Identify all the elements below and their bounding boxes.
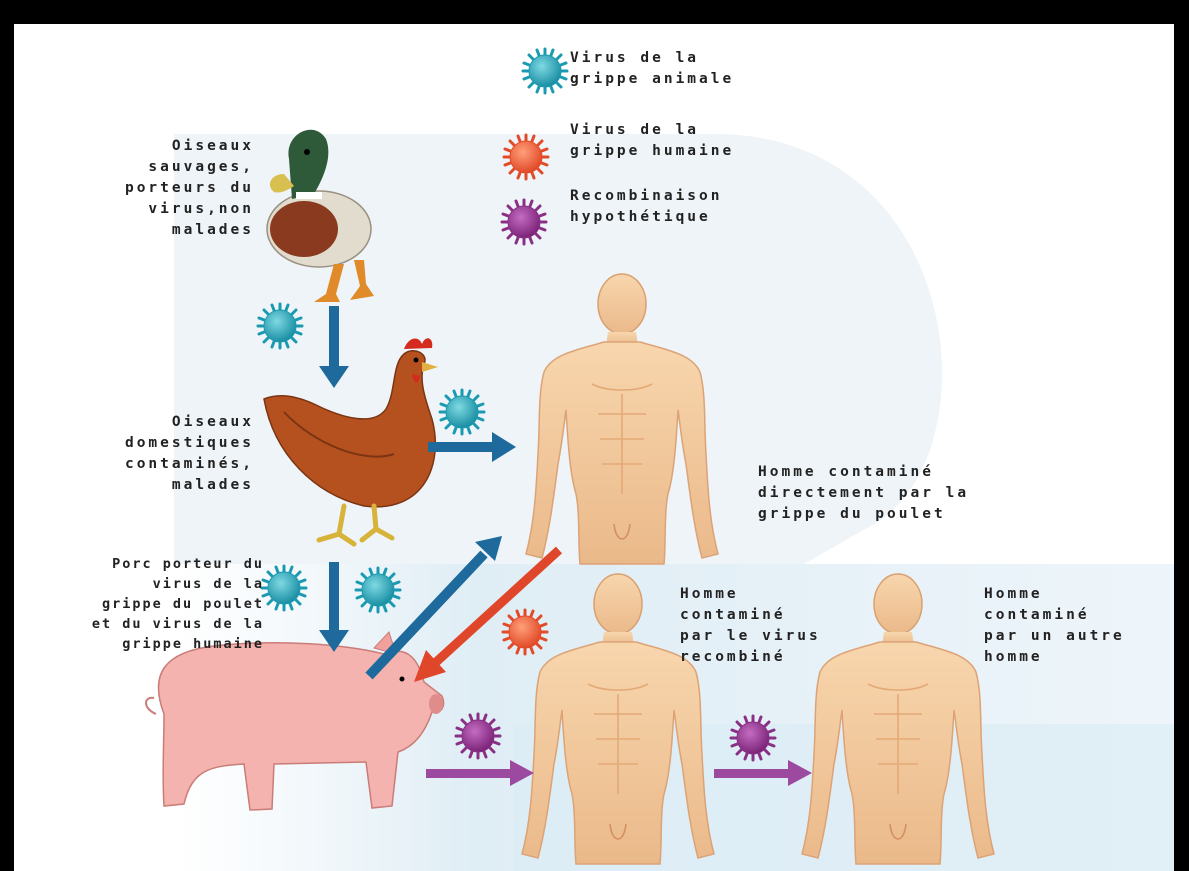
recombinant-virus-icon — [456, 714, 500, 758]
legend-human-flu: Virus de la grippe humaine — [570, 120, 734, 162]
label-human-direct: Homme contaminé directement par la gripp… — [758, 462, 969, 525]
legend-recombination: Recombinaison hypothétique — [570, 186, 723, 228]
label-domestic-birds: Oiseaux domestiques contaminés, malades — [28, 412, 254, 496]
label-pig-carrier: Porc porteur du virus de la grippe du po… — [14, 554, 264, 654]
animal-virus-icon — [258, 304, 302, 348]
diagram-panel: Virus de la grippe animale Virus de la g… — [14, 24, 1174, 871]
animal-virus-icon — [356, 568, 400, 612]
recombinant-virus-icon — [502, 200, 546, 244]
recombinant-virus-icon — [731, 716, 775, 760]
legend-animal-flu: Virus de la grippe animale — [570, 48, 734, 90]
human-virus-icon — [504, 135, 548, 179]
label-wild-birds: Oiseaux sauvages, porteurs du virus,non … — [74, 136, 254, 241]
label-human-other: Homme contaminé par un autre homme — [984, 584, 1125, 668]
animal-virus-icon — [523, 49, 567, 93]
label-human-recombined: Homme contaminé par le virus recombiné — [680, 584, 821, 668]
animal-virus-icon — [440, 390, 484, 434]
human-virus-icon — [503, 610, 547, 654]
animal-virus-icon — [262, 566, 306, 610]
